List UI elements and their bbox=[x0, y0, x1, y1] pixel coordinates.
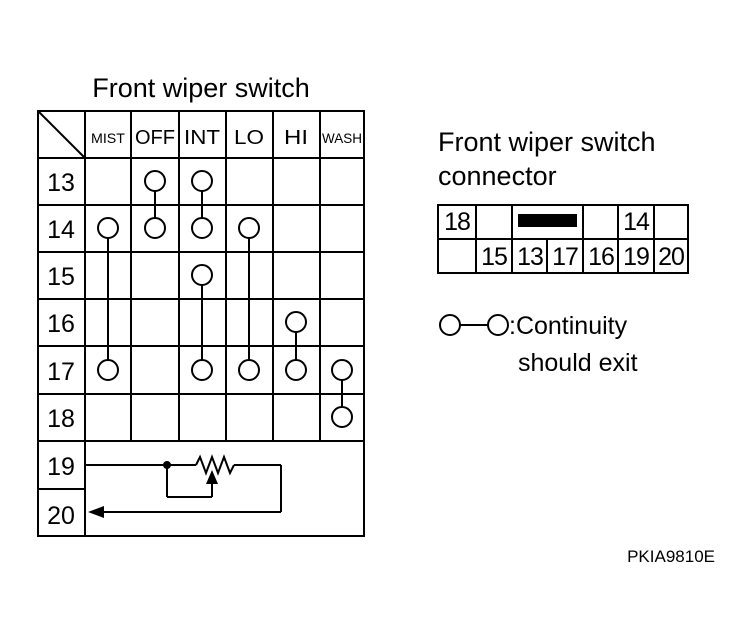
continuity-link bbox=[331, 359, 353, 428]
continuity-terminal bbox=[191, 264, 213, 286]
column-headers: MIST OFF INT LO HI WASH bbox=[91, 127, 362, 149]
continuity-terminal bbox=[191, 217, 213, 239]
continuity-terminal bbox=[238, 359, 260, 381]
continuity-terminal bbox=[144, 217, 166, 239]
column-header-int: INT bbox=[184, 127, 220, 149]
continuity-terminal bbox=[238, 217, 260, 239]
row-label-19: 19 bbox=[47, 453, 75, 481]
connector-grid bbox=[437, 204, 689, 274]
continuity-terminal bbox=[285, 359, 307, 381]
legend-label-line2: should exit bbox=[518, 349, 638, 377]
column-header-off: OFF bbox=[135, 127, 175, 149]
connector-pin-label: 14 bbox=[623, 208, 650, 236]
row-label-14: 14 bbox=[47, 216, 75, 244]
column-header-mist: MIST bbox=[91, 130, 125, 146]
continuity-terminal bbox=[331, 406, 353, 428]
connector-pin-label: 19 bbox=[623, 243, 649, 271]
variable-resistor-icon bbox=[85, 454, 282, 513]
row-labels: 13 14 15 16 17 18 19 20 bbox=[47, 169, 75, 530]
connector-pin-label: 18 bbox=[444, 208, 470, 236]
continuity-terminal bbox=[285, 311, 307, 333]
row-label-20: 20 bbox=[47, 502, 75, 530]
connector-pin-label: 15 bbox=[481, 243, 507, 271]
connector-title-line2: connector bbox=[438, 161, 557, 191]
row-label-17: 17 bbox=[47, 358, 75, 386]
connector-pin-label: 20 bbox=[658, 243, 684, 271]
connector-title-line1: Front wiper switch bbox=[438, 127, 656, 157]
arrow-left-icon bbox=[88, 506, 104, 518]
continuity-terminal bbox=[191, 170, 213, 192]
row-label-18: 18 bbox=[47, 405, 75, 433]
row-label-16: 16 bbox=[47, 310, 75, 338]
continuity-link bbox=[97, 217, 119, 381]
connector-pin-label: 17 bbox=[552, 243, 578, 271]
switch-title: Front wiper switch bbox=[92, 73, 310, 103]
continuity-link bbox=[285, 311, 307, 381]
connector-pin-label: 13 bbox=[517, 243, 543, 271]
row-label-15: 15 bbox=[47, 263, 75, 291]
column-header-wash: WASH bbox=[322, 130, 362, 146]
legend-label-line1: :Continuity bbox=[509, 312, 628, 340]
continuity-link bbox=[191, 264, 213, 381]
continuity-terminal bbox=[97, 217, 119, 239]
column-header-hi: HI bbox=[284, 127, 308, 149]
continuity-terminal bbox=[144, 170, 166, 192]
continuity-link bbox=[191, 170, 213, 239]
row-label-13: 13 bbox=[47, 169, 75, 197]
connector-pins: 18 14 15 13 17 16 19 20 bbox=[444, 208, 685, 271]
continuity-link bbox=[144, 170, 166, 239]
continuity-link bbox=[238, 217, 260, 381]
continuity-links bbox=[97, 170, 353, 428]
continuity-terminal bbox=[331, 359, 353, 381]
reference-code: PKIA9810E bbox=[627, 547, 715, 566]
connector-pin-label: 16 bbox=[588, 243, 614, 271]
continuity-terminal bbox=[97, 359, 119, 381]
column-header-lo: LO bbox=[234, 127, 264, 149]
continuity-terminal bbox=[191, 359, 213, 381]
continuity-symbol-icon bbox=[439, 314, 509, 336]
connector-key-mark bbox=[518, 214, 577, 227]
